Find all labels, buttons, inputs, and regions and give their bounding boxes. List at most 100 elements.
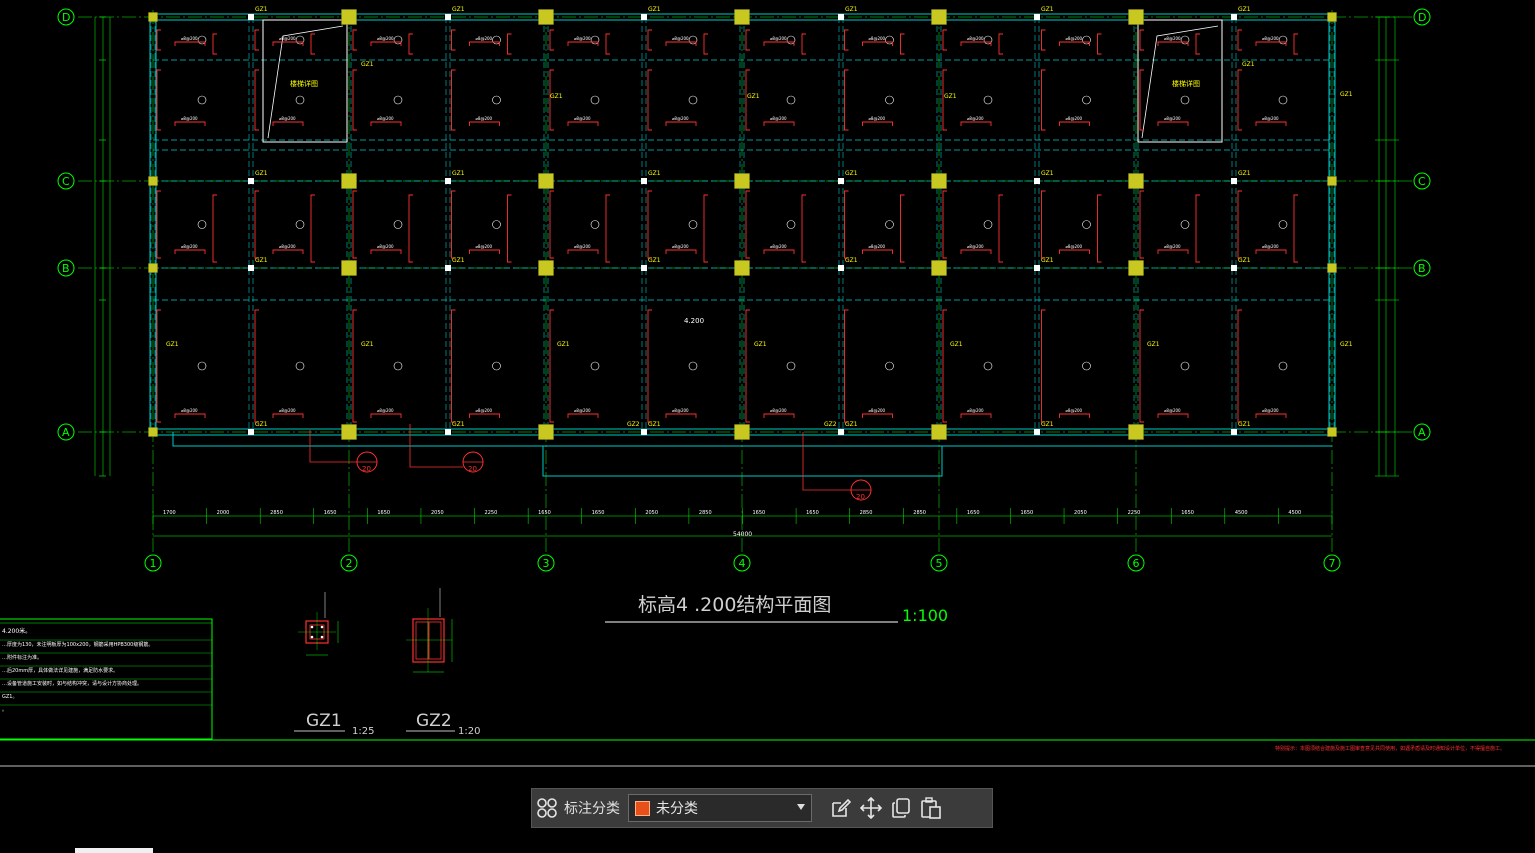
- drawing-title: 标高4 .200结构平面图: [638, 594, 831, 616]
- rebar-mark: [1255, 121, 1287, 126]
- rebar-label: ⌀8@200: [1066, 36, 1083, 41]
- annotation-category-select[interactable]: 未分类: [628, 794, 812, 822]
- axis-label-4: 4: [739, 557, 746, 570]
- rebar-mark: [862, 413, 893, 418]
- rebar-mark: [156, 29, 161, 51]
- gz-tag: GZ1: [1238, 6, 1251, 13]
- rebar-mark: [1255, 41, 1287, 46]
- rebar-mark: [960, 121, 992, 126]
- rebar-mark: [844, 309, 849, 423]
- column: [931, 173, 947, 189]
- rebar-mark: [352, 69, 357, 131]
- rebar-label: ⌀8@200: [476, 116, 493, 121]
- note-line-3: …后20mm厚，具体做法详见建施，满足防水要求。: [2, 667, 118, 674]
- rebar-mark: [900, 194, 905, 263]
- rebar-label: ⌀8@200: [574, 244, 591, 249]
- stair-break-left: [267, 25, 344, 139]
- column: [734, 260, 750, 276]
- gz-tag: GZ1: [550, 93, 563, 100]
- rebar-label: ⌀8@200: [967, 408, 984, 413]
- slab-marker: [983, 361, 993, 371]
- rebar-mark: [665, 249, 697, 254]
- rebar-mark: [960, 413, 992, 418]
- rebar-mark: [647, 309, 652, 423]
- rebar-mark: [549, 309, 554, 423]
- slab-marker: [295, 95, 305, 105]
- edit-button[interactable]: [826, 793, 856, 823]
- gz-tag: GZ1: [1242, 61, 1255, 68]
- rebar-mark: [156, 309, 161, 423]
- rebar-label: ⌀8@200: [770, 116, 787, 121]
- rebar-mark: [156, 69, 161, 131]
- column: [1327, 263, 1337, 273]
- layout-tab[interactable]: [75, 848, 153, 853]
- gz-tag: GZ1: [1041, 421, 1054, 428]
- rebar-label: ⌀8@200: [869, 116, 886, 121]
- rebar-mark: [1139, 29, 1144, 51]
- rebar-mark: [451, 29, 456, 51]
- category-selected-value: 未分类: [656, 801, 698, 817]
- rebar-mark: [1059, 41, 1090, 46]
- rebar-mark: [745, 69, 750, 131]
- slab-marker: [295, 220, 305, 229]
- column: [1128, 9, 1144, 25]
- rebar-mark: [1237, 309, 1242, 423]
- paste-button[interactable]: [916, 793, 946, 823]
- gz-tag: GZ1: [648, 170, 661, 177]
- axis-label-A: A: [1418, 426, 1426, 439]
- detail-gz2-name: GZ2: [416, 711, 452, 731]
- balcony-line: [172, 432, 1332, 447]
- rebar-mark: [703, 194, 708, 263]
- constructional-column: [445, 178, 451, 184]
- wall-lines: [149, 13, 1336, 477]
- slab-marker: [197, 95, 207, 105]
- category-color-swatch: [635, 800, 650, 816]
- detail-gz1-name: GZ1: [306, 711, 342, 731]
- note-line-1: …厚度为130，未注明板厚为100x200，钢筋采用HPB300级钢筋。: [2, 641, 153, 648]
- move-button[interactable]: [856, 793, 886, 823]
- gz-tag: GZ1: [944, 93, 957, 100]
- copy-button[interactable]: [886, 793, 916, 823]
- rebar-label: ⌀8@200: [377, 116, 394, 121]
- slab-marker: [393, 95, 403, 105]
- axis-bubble-C: [57, 172, 75, 190]
- grid-view-button[interactable]: [532, 793, 562, 823]
- rebar-mark: [507, 194, 512, 263]
- slab-marker: [295, 35, 305, 45]
- gz-tag: GZ1: [648, 257, 661, 264]
- gz-tag-2: GZ2: [627, 421, 640, 428]
- rebar-mark: [156, 190, 161, 259]
- notes-header: 4.200米。: [2, 627, 31, 635]
- constructional-column: [1231, 14, 1237, 20]
- axis-bubble-3: [537, 554, 555, 572]
- rebar-label: ⌀8@200: [869, 36, 886, 41]
- rebar-mark: [549, 69, 554, 131]
- rebar-mark: [549, 190, 554, 259]
- gz-tag: GZ1: [452, 257, 465, 264]
- rebar-mark: [763, 249, 795, 254]
- gz-tag: GZ1: [845, 421, 858, 428]
- gz-tag: GZ1: [361, 61, 374, 68]
- axis-bubble-A: [57, 423, 75, 441]
- slab-marker: [492, 361, 501, 371]
- axis-label-3: 3: [543, 557, 550, 570]
- rebar-mark: [1237, 190, 1242, 259]
- axis-bubble-5: [930, 554, 948, 572]
- rebar-label: ⌀8@200: [1262, 36, 1279, 41]
- slab-marker: [885, 35, 894, 45]
- rebar-mark: [1157, 121, 1189, 126]
- rebar-mark: [605, 194, 610, 263]
- axis-label-B: B: [62, 262, 70, 275]
- rebar-mark: [942, 69, 947, 131]
- axis-label-C: C: [1418, 175, 1426, 188]
- rebar-mark: [801, 194, 806, 263]
- gz-tag: GZ1: [255, 257, 268, 264]
- rebar-mark: [212, 33, 217, 55]
- rebar-mark: [254, 309, 259, 423]
- rebar-label: ⌀8@200: [770, 244, 787, 249]
- slab-marker: [197, 35, 207, 45]
- rebar-mark: [174, 413, 206, 418]
- constructional-column: [445, 265, 451, 271]
- column: [1128, 173, 1144, 189]
